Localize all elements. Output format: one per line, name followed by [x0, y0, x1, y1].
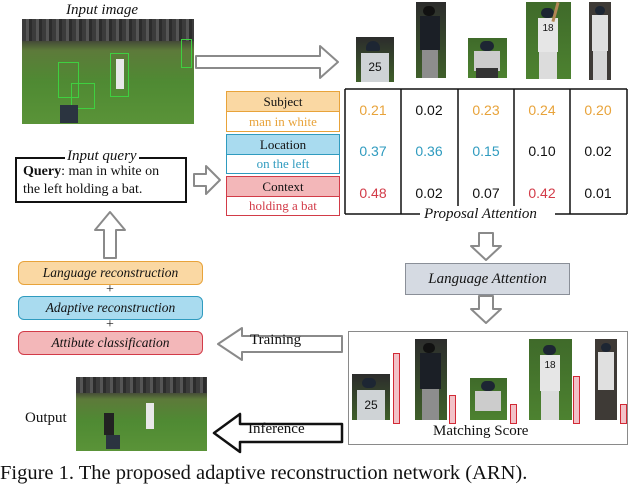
language-attention-box: Language Attention	[405, 263, 570, 295]
attention-cell: 0.42	[528, 185, 556, 201]
attention-cell: 0.21	[359, 102, 387, 118]
proposal-crop-1: 25	[356, 37, 394, 82]
attention-cell: 0.20	[584, 102, 612, 118]
matching-crop-5	[595, 339, 617, 420]
input-image-title: Input image	[66, 2, 139, 18]
matching-score-box	[348, 331, 628, 445]
plus-sign-2: +	[106, 317, 114, 332]
arrow-to-query	[94, 211, 126, 259]
proposal-crop-3	[468, 38, 507, 78]
location-label: Location	[226, 134, 340, 156]
training-label: Training	[250, 332, 302, 348]
matching-jersey-number: 18	[540, 355, 560, 391]
matching-score-bar	[573, 376, 580, 424]
attention-cell: 0.36	[415, 143, 443, 159]
matching-score-bar	[510, 404, 517, 424]
proposal-jersey-number: 18	[538, 18, 558, 52]
matching-score-bar	[393, 353, 400, 424]
proposal-crop-4: 18	[526, 2, 571, 79]
proposal-crop-2	[416, 2, 446, 78]
input-query-title: Input query	[65, 148, 139, 165]
attention-cell: 0.37	[359, 143, 387, 159]
attention-cell: 0.24	[528, 102, 556, 118]
attention-cell: 0.02	[584, 143, 612, 159]
subject-phrase: man in white	[226, 111, 340, 132]
arrow-query-to-modules	[193, 165, 221, 195]
plus-sign-1: +	[106, 282, 114, 297]
attention-cell: 0.10	[528, 143, 556, 159]
arrow-to-language-attention	[470, 232, 502, 261]
language-reconstruction-pill: Language reconstruction	[18, 261, 203, 285]
matching-score-bar	[620, 404, 627, 424]
matching-crop-1: 25	[352, 374, 390, 420]
attention-cell: 0.01	[584, 185, 612, 201]
query-prefix: Query	[23, 164, 62, 179]
attribute-classification-pill: Attibute classification	[18, 331, 203, 355]
input-image	[22, 19, 194, 124]
arrow-to-matching	[470, 295, 502, 324]
context-phrase: holding a bat	[226, 196, 340, 216]
attention-table-caption: Proposal Attention	[422, 206, 539, 223]
training-arrow	[217, 327, 343, 361]
output-label: Output	[25, 410, 67, 426]
attention-cell: 0.23	[472, 102, 500, 118]
inference-arrow	[212, 412, 344, 454]
output-image	[76, 377, 207, 451]
matching-score-bar	[449, 395, 456, 424]
matching-crop-2	[415, 339, 447, 420]
proposal-crop-5	[589, 2, 611, 80]
inference-label: Inference	[248, 421, 305, 437]
figure-caption: Figure 1. The proposed adaptive reconstr…	[0, 462, 528, 484]
attention-cell: 0.02	[415, 102, 443, 118]
matching-jersey-number: 25	[357, 390, 385, 420]
matching-crop-4: 18	[529, 339, 572, 420]
attention-cell: 0.02	[415, 185, 443, 201]
matching-crop-3	[470, 378, 507, 420]
language-attention-label: Language Attention	[428, 270, 547, 287]
query-text: : man in white on the left holding a bat…	[23, 164, 160, 197]
attention-cell: 0.48	[359, 185, 387, 201]
attention-cell: 0.15	[472, 143, 500, 159]
adaptive-reconstruction-pill: Adaptive reconstruction	[18, 296, 203, 320]
proposal-jersey-number: 25	[361, 53, 389, 82]
attention-cell: 0.07	[472, 185, 500, 201]
subject-label: Subject	[226, 91, 340, 113]
arrow-to-proposals	[195, 45, 339, 79]
location-phrase: on the left	[226, 154, 340, 174]
matching-score-caption: Matching Score	[433, 423, 529, 439]
